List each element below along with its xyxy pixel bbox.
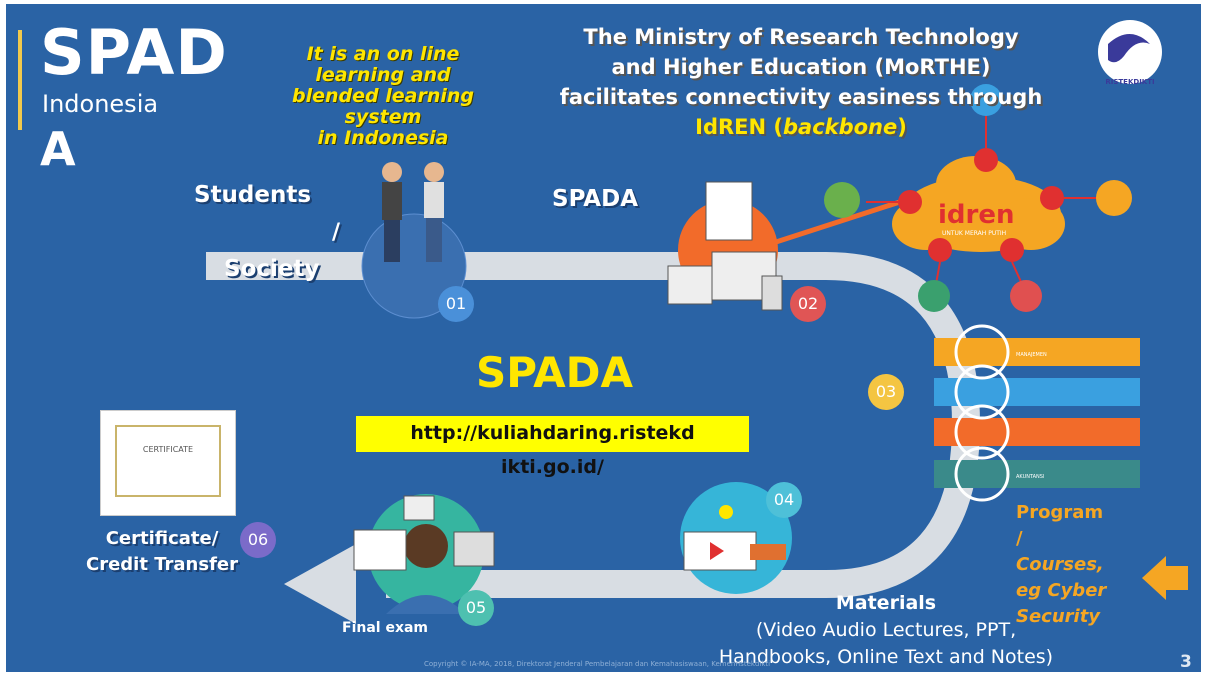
open-book-icon [403,495,435,521]
tagline-line: blended learning [292,85,474,107]
step-badge-02: 02 [790,286,826,322]
path-arrowhead [284,544,356,624]
laptop-exam-icon [453,531,495,567]
idren-subtitle: UNTUK MERAH PUTIH [942,230,1007,237]
program-line: Courses, [1016,554,1104,575]
certificate-image: CERTIFICATE [100,410,236,516]
step-badge-04: 04 [766,482,802,518]
device-icon [918,280,950,312]
students-label: Students [194,182,312,208]
laptop-icon [667,265,713,305]
person-head [404,524,448,568]
url-link-line2[interactable]: ikti.go.id/ [501,456,604,478]
course-tabs [934,324,1140,502]
certificate-label: Certificate/ Credit Transfer [62,526,262,578]
tagline-line: system [344,106,422,128]
program-line: / [1016,528,1023,549]
copyright-text: Copyright © IA-MA, 2018, Direktorat Jend… [424,660,771,668]
brand-title: SPAD [40,16,228,89]
ministry-line: facilitates connectivity easiness throug… [559,85,1043,109]
phone-icon [761,275,783,311]
spada-center-title: SPADA [476,348,634,397]
logo-mark [1108,34,1150,63]
factory-icon [824,182,860,218]
lab-flask-icon [1010,280,1042,312]
url-link-line1[interactable]: http://kuliahdaring.ristekd [410,422,695,444]
ministry-line: The Ministry of Research Technology [583,25,1019,49]
tab-label-4: AKUNTANSI [1016,474,1044,480]
lightbulb-icon [719,505,733,519]
graduation-cap-icon [1096,180,1132,216]
tablet-icon [705,181,753,241]
idren-logo: idren [938,200,1015,230]
program-line: Security [1016,606,1101,627]
slash-label: / [332,220,341,245]
router-nodes [898,148,1064,262]
ministry-idren-line: IdREN (backbone) [695,115,907,139]
left-arrow-icon [1142,556,1188,600]
certificate-line: Certificate/ [105,528,219,549]
people-icon [382,162,444,262]
books-icon [750,544,786,560]
certificate-frame: CERTIFICATE [115,425,221,497]
logo-circle [1098,20,1162,84]
program-line: Program [1016,502,1104,523]
learning-path: MANAJEMEN AKUNTANSI [206,20,1188,624]
step-badge-01: 01 [438,286,474,322]
tagline-line: It is an on line [306,43,460,65]
url-highlight [356,416,749,452]
program-line: eg Cyber [1016,580,1107,601]
tab-label-1: MANAJEMEN [1016,352,1047,358]
tagline-line: in Indonesia [317,127,449,149]
brand-title-overflow: A [40,122,76,176]
person-body [386,595,466,614]
final-exam-label: Final exam [342,620,429,636]
materials-label: Materials (Video Audio Lectures, PPT, Ha… [696,590,1076,671]
play-icon [710,542,724,560]
step-badge-03: 03 [868,374,904,410]
program-label: Program / Courses, eg Cyber Security [1016,500,1136,630]
chart-board-icon [353,529,407,571]
spada-node-label: SPADA [552,186,639,212]
idren-cloud [892,156,1065,252]
ministry-statement: The Ministry of Research Technology and … [516,22,1086,142]
materials-title: Materials [835,592,937,614]
page-number: 3 [1180,652,1192,672]
title-accent-bar [18,30,22,130]
logo-text: RISTEKDIKTI [1105,78,1155,86]
bank-icon [970,84,1002,116]
connection-line [775,197,907,245]
brand-subtitle: Indonesia [42,90,159,118]
tagline-line: learning and [315,64,451,86]
tagline: It is an on line learning and blended le… [268,44,498,149]
society-label: Society [224,256,320,282]
slide: MANAJEMEN AKUNTANSI SPAD Indonesia A It … [6,4,1201,672]
materials-line: Handbooks, Online Text and Notes) [718,646,1054,668]
materials-line: (Video Audio Lectures, PPT, [755,619,1017,641]
certificate-line: Credit Transfer [86,554,238,575]
step-badge-06: 06 [240,522,276,558]
step-badge-05: 05 [458,590,494,626]
ministry-line: and Higher Education (MoRTHE) [611,55,991,79]
